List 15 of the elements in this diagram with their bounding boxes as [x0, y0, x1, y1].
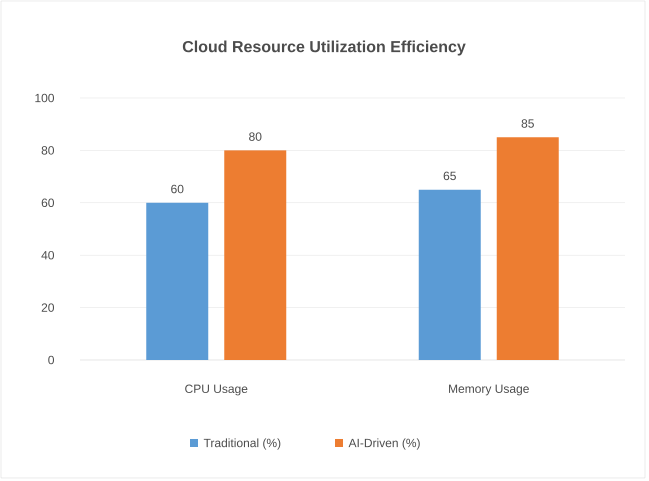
data-label: 80: [249, 132, 262, 141]
axis-tick-label: 80: [42, 146, 54, 155]
category-label: Memory Usage: [449, 384, 529, 396]
axis-tick-label: 40: [41, 250, 54, 260]
data-label: 65: [444, 172, 456, 180]
legend-label: Traditional (%): [204, 438, 280, 450]
data-label: 60: [171, 184, 184, 194]
axis-tick-label: 0: [48, 356, 54, 364]
category-label: CPU Usage: [185, 384, 248, 396]
axis-tick-label: 60: [42, 198, 54, 208]
axis-tick-label: 20: [42, 303, 54, 312]
chart-title: Cloud Resource Utilization Efficiency: [182, 40, 466, 56]
legend-label: AI-Driven (%): [348, 438, 420, 450]
axis-tick-label: 100: [35, 94, 54, 102]
data-label: 85: [522, 119, 534, 128]
